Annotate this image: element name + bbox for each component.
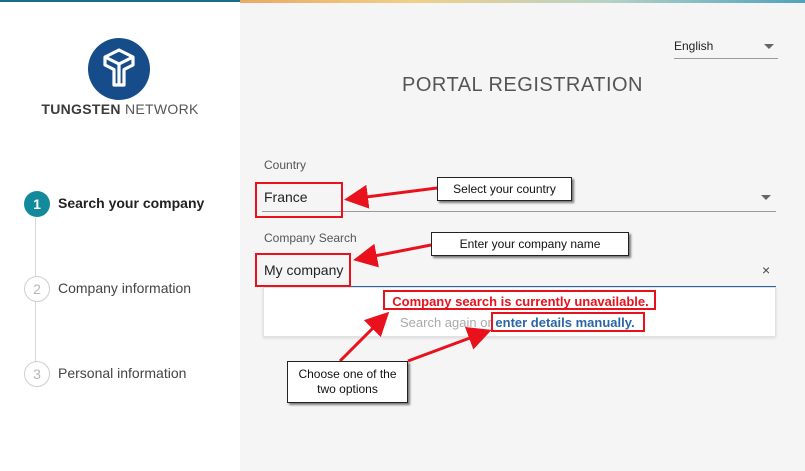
- step-label: Company information: [58, 280, 192, 296]
- accent-bar-gradient: [240, 0, 805, 3]
- arrow-to-country: [344, 184, 438, 209]
- page-title: PORTAL REGISTRATION: [401, 74, 643, 96]
- step-number: 1: [24, 191, 50, 217]
- top-accent-bar: [0, 0, 805, 3]
- search-again-message: Search again or enter details manually.: [400, 315, 635, 330]
- country-select-value: France: [264, 189, 308, 205]
- country-label: Country: [264, 158, 307, 172]
- company-search-label: Company Search: [264, 231, 357, 245]
- search-unavailable-message: Company search is currently unavailable.: [392, 294, 649, 309]
- brand-name-bold: TUNGSTEN: [41, 101, 121, 117]
- callout-choose-option: Choose one of the two options: [287, 361, 408, 403]
- search-again-text[interactable]: Search again or: [400, 315, 492, 330]
- step-number: 2: [24, 276, 50, 302]
- language-select[interactable]: English: [674, 38, 778, 59]
- arrow-to-unavailable-message: [338, 311, 390, 363]
- callout-choose-option-line2: two options: [317, 382, 378, 396]
- step-label: Personal information: [58, 365, 187, 381]
- language-select-value: English: [674, 39, 714, 53]
- chevron-down-icon: [761, 195, 771, 200]
- accent-bar-left: [0, 0, 240, 2]
- country-select[interactable]: France: [262, 183, 776, 212]
- callout-enter-company: Enter your company name: [431, 232, 629, 256]
- step-label: Search your company: [58, 195, 205, 211]
- company-search-value: My company: [264, 262, 344, 278]
- tungsten-logo-icon: [88, 38, 150, 100]
- arrow-to-company-search: [353, 243, 432, 268]
- enter-details-manually-link[interactable]: enter details manually.: [495, 315, 635, 330]
- brand-name: TUNGSTEN NETWORK: [0, 101, 240, 117]
- chevron-down-icon: [764, 44, 774, 49]
- callout-choose-option-line1: Choose one of the: [298, 367, 397, 381]
- brand-name-regular: NETWORK: [124, 101, 199, 117]
- arrow-to-manual-link: [407, 327, 492, 363]
- clear-icon[interactable]: ×: [762, 262, 771, 278]
- company-search-input[interactable]: My company ×: [262, 256, 776, 287]
- step-number: 3: [24, 361, 50, 387]
- callout-select-country: Select your country: [437, 177, 572, 201]
